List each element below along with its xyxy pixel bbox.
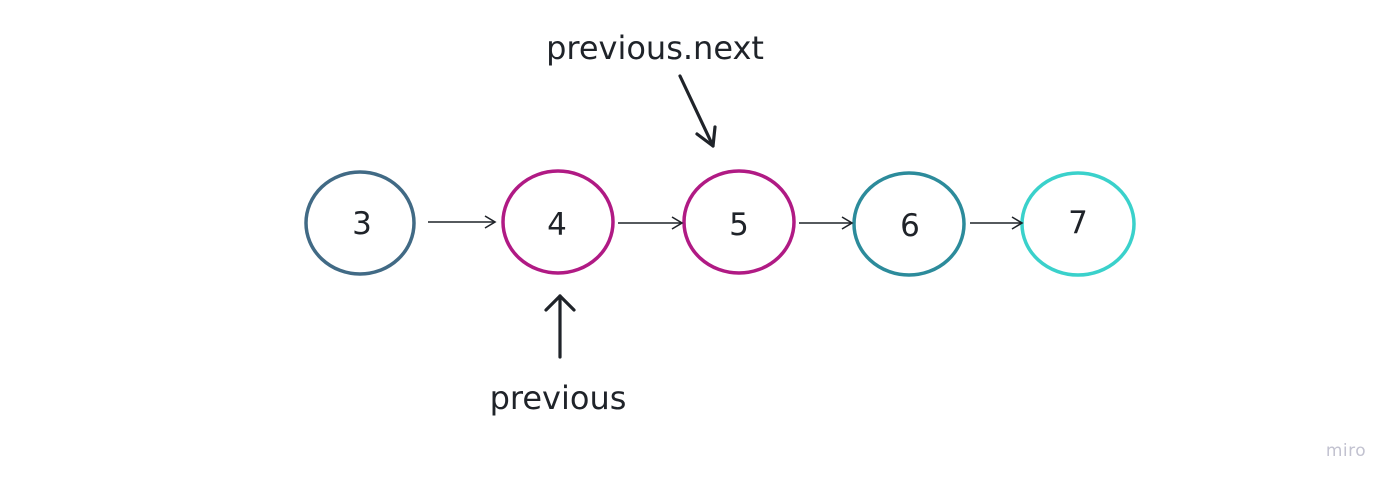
node-label: 6: [900, 208, 920, 244]
node-5: 5: [682, 169, 796, 275]
previous-arrow: [544, 294, 576, 359]
node-3: 3: [304, 170, 416, 276]
node-4: 4: [501, 169, 615, 275]
previous-next-label: previous.next: [546, 29, 764, 67]
node-label: 3: [352, 206, 372, 242]
node-label: 7: [1068, 205, 1088, 241]
node-label: 5: [729, 207, 749, 243]
node-label: 4: [547, 207, 567, 243]
node-circle: [852, 171, 966, 277]
previous-label: previous: [490, 379, 627, 417]
miro-watermark: miro: [1326, 441, 1366, 461]
node-6: 6: [852, 171, 966, 277]
node-circle: [501, 169, 615, 275]
node-7: 7: [1020, 171, 1136, 277]
previous-next-arrow: [678, 74, 717, 148]
node-circle: [682, 169, 796, 275]
node-circle: [304, 170, 416, 276]
